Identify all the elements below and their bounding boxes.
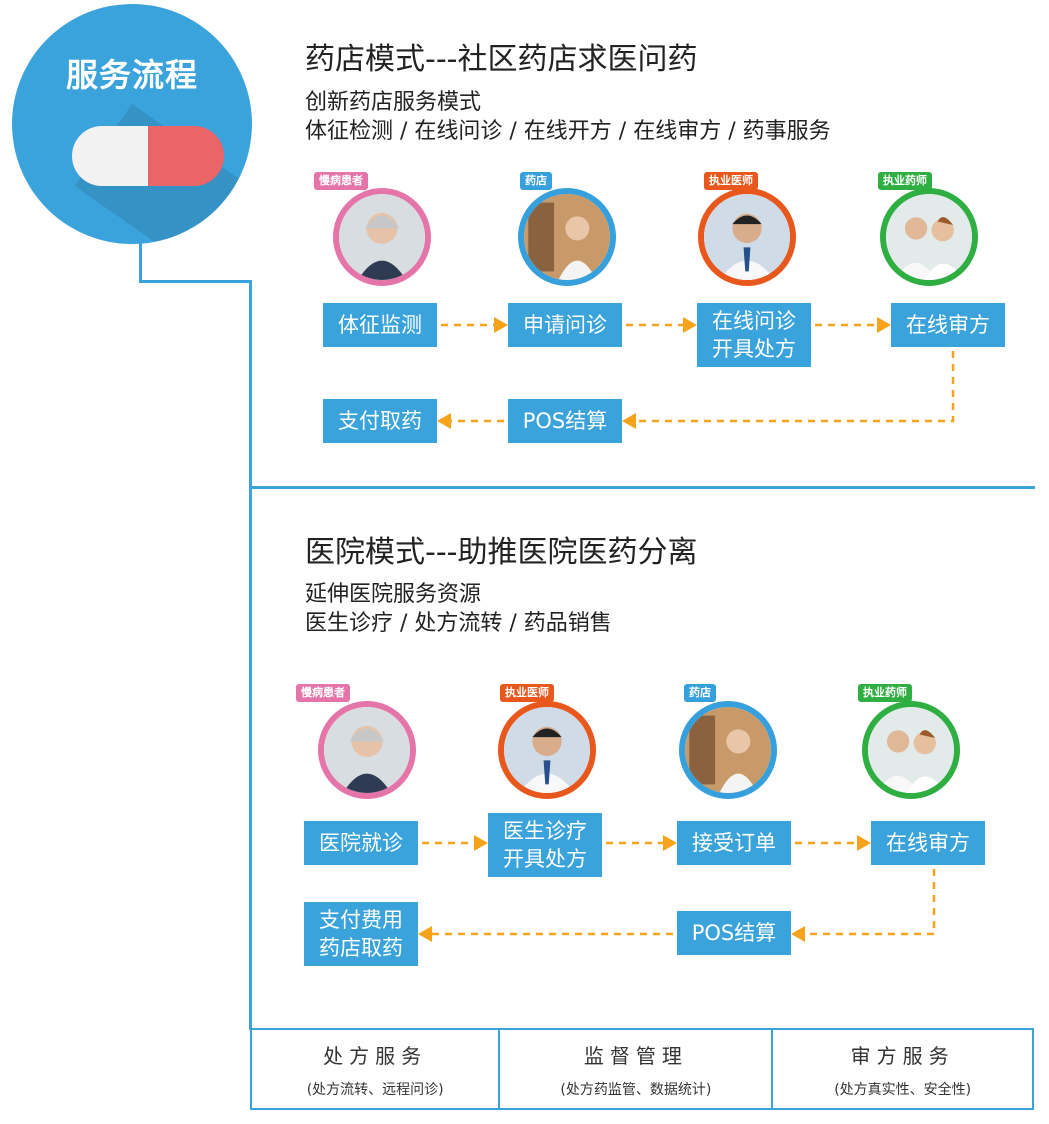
service-desc: (处方药监管、数据统计) bbox=[560, 1081, 712, 1098]
step-pay-collect: 支付取药 bbox=[323, 399, 437, 443]
pharmacy-mode-subtitle-1: 创新药店服务模式 bbox=[305, 90, 482, 115]
step-pos-settlement: POS结算 bbox=[508, 399, 622, 443]
patient-avatar bbox=[333, 188, 431, 286]
arrow-head bbox=[857, 835, 871, 851]
patient-avatar-2 bbox=[318, 701, 416, 799]
role-tag-patient: 慢病患者 bbox=[314, 172, 368, 190]
connector-main-vertical bbox=[249, 280, 252, 1030]
doctor-avatar-2 bbox=[498, 701, 596, 799]
service-desc: (处方流转、远程问诊) bbox=[306, 1081, 444, 1098]
service-title: 监督管理 bbox=[583, 1043, 688, 1068]
pill-icon bbox=[72, 126, 224, 186]
hospital-mode-title: 医院模式---助推医院医药分离 bbox=[305, 535, 698, 570]
service-review: 审方服务 (处方真实性、安全性) bbox=[773, 1030, 1032, 1108]
step-doctor-diagnose-prescribe: 医生诊疗 开具处方 bbox=[488, 813, 602, 877]
hospital-mode-subtitle-1: 延伸医院服务资源 bbox=[305, 582, 482, 607]
arrow-head bbox=[663, 835, 677, 851]
arrow-head bbox=[877, 317, 891, 333]
arrow-head bbox=[474, 835, 488, 851]
step-vital-sign-monitoring: 体征监测 bbox=[323, 303, 437, 347]
section-divider bbox=[249, 486, 1035, 489]
pharmacy-mode-title: 药店模式---社区药店求医问药 bbox=[305, 42, 698, 77]
step-online-prescription-review-2: 在线审方 bbox=[871, 821, 985, 865]
step-pay-collect-2: 支付费用 药店取药 bbox=[304, 902, 418, 966]
service-flow-badge: 服务流程 bbox=[12, 4, 252, 244]
role-tag-patient-2: 慢病患者 bbox=[296, 684, 350, 702]
role-tag-doctor: 执业医师 bbox=[704, 172, 758, 190]
connector-horizontal-top bbox=[139, 280, 252, 283]
pharmacy-avatar-2 bbox=[679, 701, 777, 799]
step-online-consultation-prescribe: 在线问诊 开具处方 bbox=[697, 303, 811, 367]
doctor-avatar bbox=[698, 188, 796, 286]
role-tag-pharmacy-2: 药店 bbox=[684, 684, 716, 702]
arrow-head bbox=[791, 926, 805, 942]
service-title: 审方服务 bbox=[850, 1043, 955, 1068]
arrow-head bbox=[418, 926, 432, 942]
pharmacist-avatar bbox=[880, 188, 978, 286]
service-prescription: 处方服务 (处方流转、远程问诊) bbox=[252, 1030, 501, 1108]
badge-title: 服务流程 bbox=[65, 56, 198, 94]
step-online-prescription-review: 在线审方 bbox=[891, 303, 1005, 347]
pharmacist-avatar-2 bbox=[862, 701, 960, 799]
step-apply-consultation: 申请问诊 bbox=[508, 303, 622, 347]
arrow-head bbox=[622, 413, 636, 429]
pharmacy-mode-subtitle-2: 体征检测 / 在线问诊 / 在线开方 / 在线审方 / 药事服务 bbox=[305, 119, 831, 144]
role-tag-doctor-2: 执业医师 bbox=[500, 684, 554, 702]
step-pos-settlement-2: POS结算 bbox=[677, 911, 791, 955]
role-tag-pharmacist-2: 执业药师 bbox=[858, 684, 912, 702]
connector-vertical-top bbox=[139, 240, 142, 282]
service-supervision: 监督管理 (处方药监管、数据统计) bbox=[500, 1030, 774, 1108]
step-accept-order: 接受订单 bbox=[677, 821, 791, 865]
step-hospital-visit: 医院就诊 bbox=[304, 821, 418, 865]
arrow-head bbox=[494, 317, 508, 333]
arrow-head bbox=[437, 413, 451, 429]
arrow-head bbox=[683, 317, 697, 333]
role-tag-pharmacy: 药店 bbox=[520, 172, 552, 190]
hospital-mode-subtitle-2: 医生诊疗 / 处方流转 / 药品销售 bbox=[305, 611, 612, 636]
pharmacy-avatar bbox=[518, 188, 616, 286]
services-table: 处方服务 (处方流转、远程问诊) 监督管理 (处方药监管、数据统计) 审方服务 … bbox=[250, 1028, 1034, 1110]
role-tag-pharmacist: 执业药师 bbox=[878, 172, 932, 190]
service-desc: (处方真实性、安全性) bbox=[834, 1081, 972, 1098]
service-title: 处方服务 bbox=[323, 1043, 428, 1068]
